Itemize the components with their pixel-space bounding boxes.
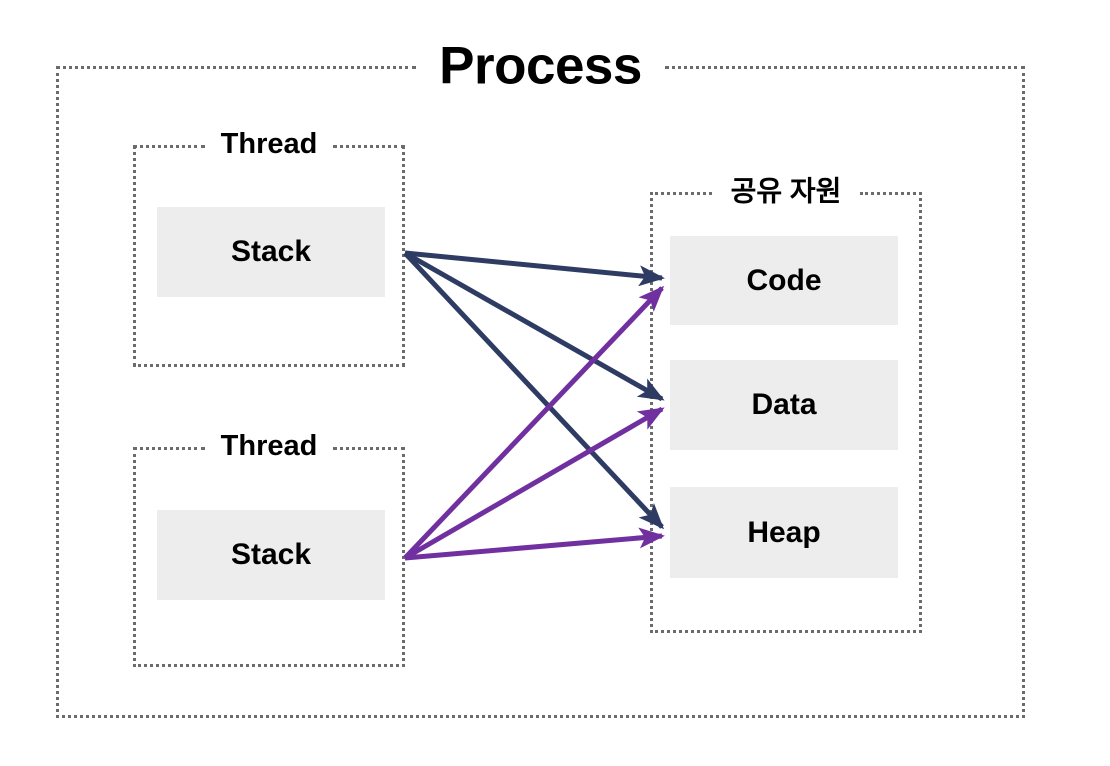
process-title: Process <box>425 39 656 93</box>
process-container: Process <box>56 39 1025 718</box>
thread-container-1: Thread <box>133 129 405 367</box>
process-border-left <box>56 66 59 718</box>
thread-1-border-top-right <box>333 145 405 148</box>
shared-block-code-label: Code <box>746 263 822 297</box>
thread-1-stack-block: Stack <box>157 207 385 297</box>
process-border-bottom <box>56 715 1025 718</box>
thread-2-stack-label: Stack <box>230 538 312 571</box>
process-border-top-left <box>56 66 416 69</box>
thread-2-stack-block: Stack <box>157 510 385 600</box>
shared-border-bottom <box>650 630 922 633</box>
thread-2-border-bottom <box>133 664 405 667</box>
process-border-top-right <box>665 66 1025 69</box>
process-border-right <box>1022 66 1025 718</box>
thread-2-border-right <box>402 447 405 667</box>
shared-block-code: Code <box>670 236 898 325</box>
shared-block-data-label: Data <box>751 388 817 421</box>
thread-2-border-left <box>133 447 136 667</box>
thread-2-border-top-left <box>133 447 205 450</box>
shared-block-data: Data <box>670 360 898 450</box>
thread-1-border-right <box>402 145 405 367</box>
thread-1-title: Thread <box>207 129 331 159</box>
shared-block-heap-label: Heap <box>747 515 821 549</box>
shared-border-top-right <box>860 192 922 195</box>
thread-1-border-left <box>133 145 136 367</box>
shared-block-heap: Heap <box>670 487 898 578</box>
thread-1-stack-label: Stack <box>230 235 312 268</box>
thread-1-border-bottom <box>133 364 405 367</box>
thread-container-2: Thread <box>133 431 405 667</box>
thread-2-border-top-right <box>333 447 405 450</box>
thread-2-title: Thread <box>207 431 331 461</box>
thread-1-border-top-left <box>133 145 205 148</box>
shared-border-right <box>919 192 922 633</box>
shared-border-left <box>650 192 653 633</box>
shared-resource-title: 공유 자원 <box>717 177 855 206</box>
shared-border-top-left <box>650 192 712 195</box>
